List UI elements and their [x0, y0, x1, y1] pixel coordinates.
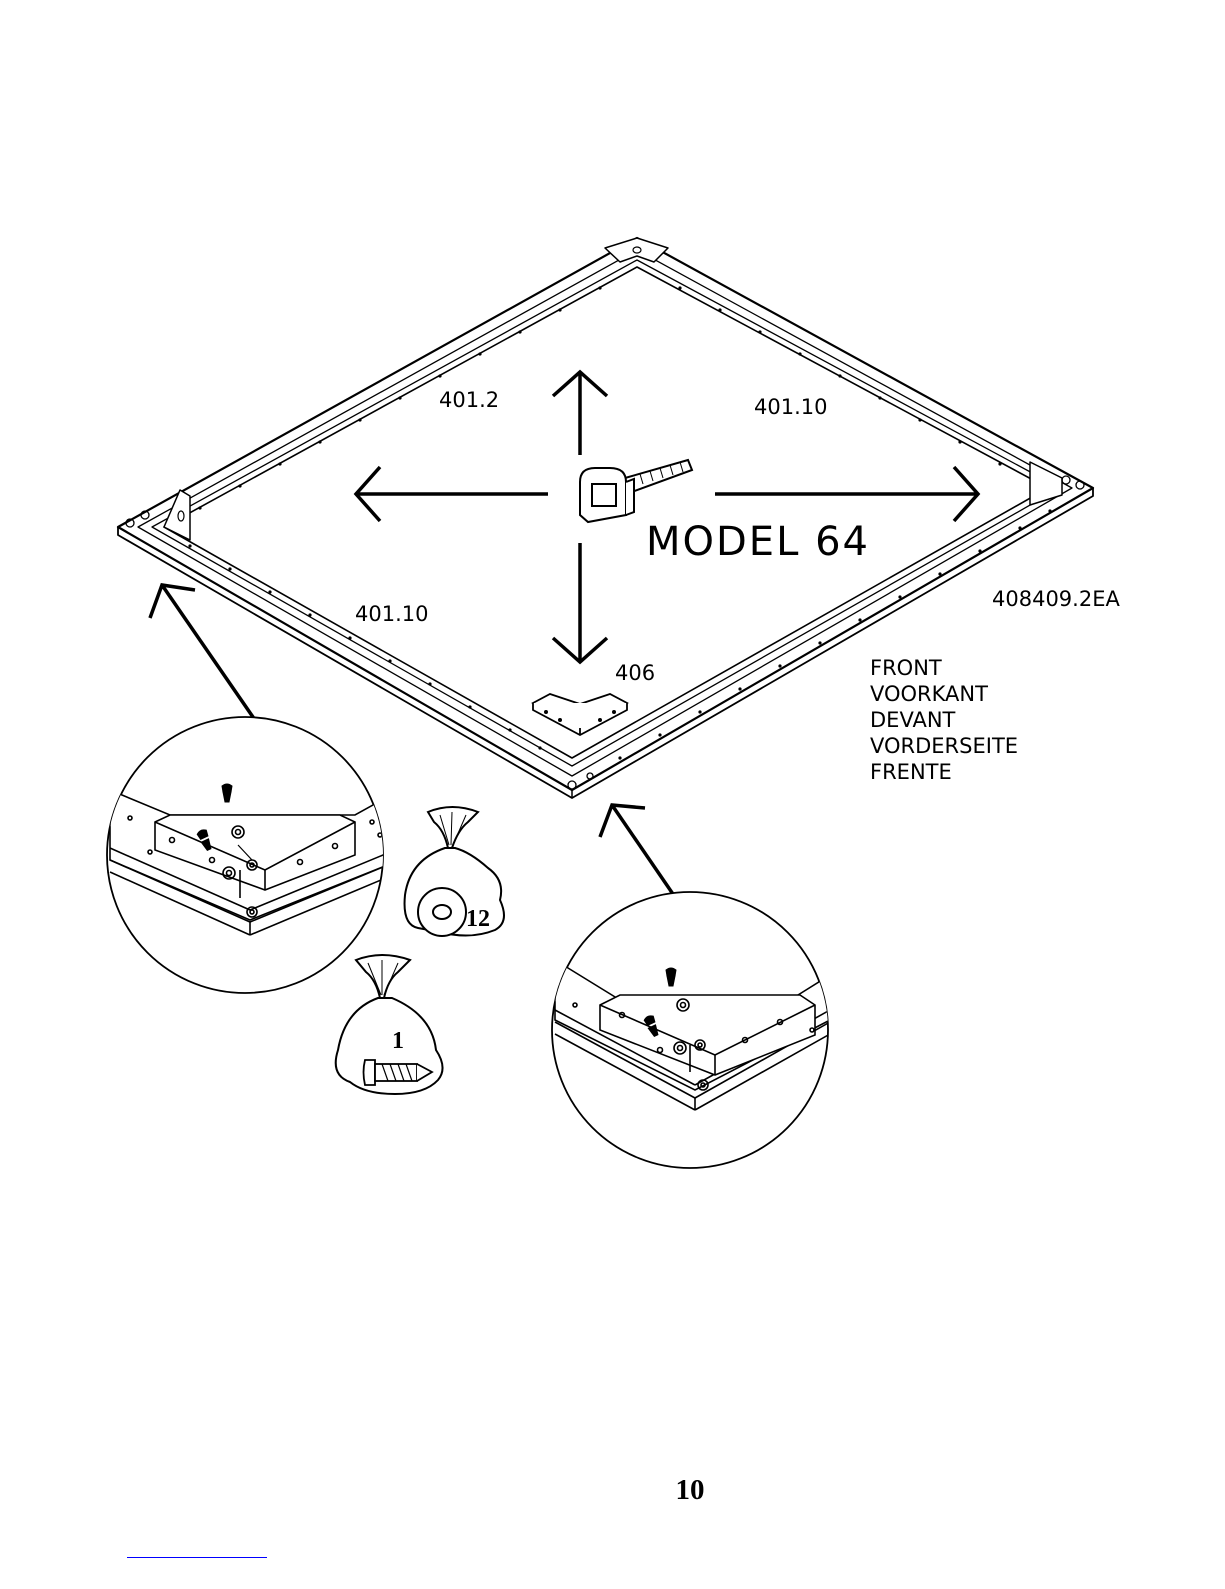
front-word-en: FRONT — [870, 656, 942, 680]
bag-count-washers: 12 — [466, 906, 490, 932]
washer-icon — [418, 888, 466, 936]
front-word-nl: VOORKANT — [870, 682, 988, 706]
front-side-label: FRONT VOORKANT DEVANT VORDERSEITE FRENTE — [870, 656, 1018, 784]
part-number: 408409.2EA — [992, 587, 1120, 611]
bag-count-screws: 1 — [392, 1028, 404, 1054]
detail-magnifier-icon — [552, 892, 830, 1168]
detail-magnifier-icon — [107, 717, 400, 993]
label-corner: 406 — [615, 661, 655, 685]
detail-pointer-right — [600, 805, 675, 897]
page-number: 10 — [640, 1474, 740, 1507]
front-word-fr: DEVANT — [870, 708, 956, 732]
label-front-left: 401.10 — [355, 602, 428, 626]
front-word-es: FRENTE — [870, 760, 952, 784]
hardware-bag-washers: 12 — [405, 807, 504, 936]
front-word-de: VORDERSEITE — [870, 734, 1018, 758]
link-underline — [127, 1557, 267, 1558]
label-back-right: 401.10 — [754, 395, 827, 419]
label-back-left: 401.2 — [439, 388, 499, 412]
hardware-bag-screws: 1 — [336, 955, 443, 1094]
model-label: MODEL 64 — [646, 519, 870, 565]
